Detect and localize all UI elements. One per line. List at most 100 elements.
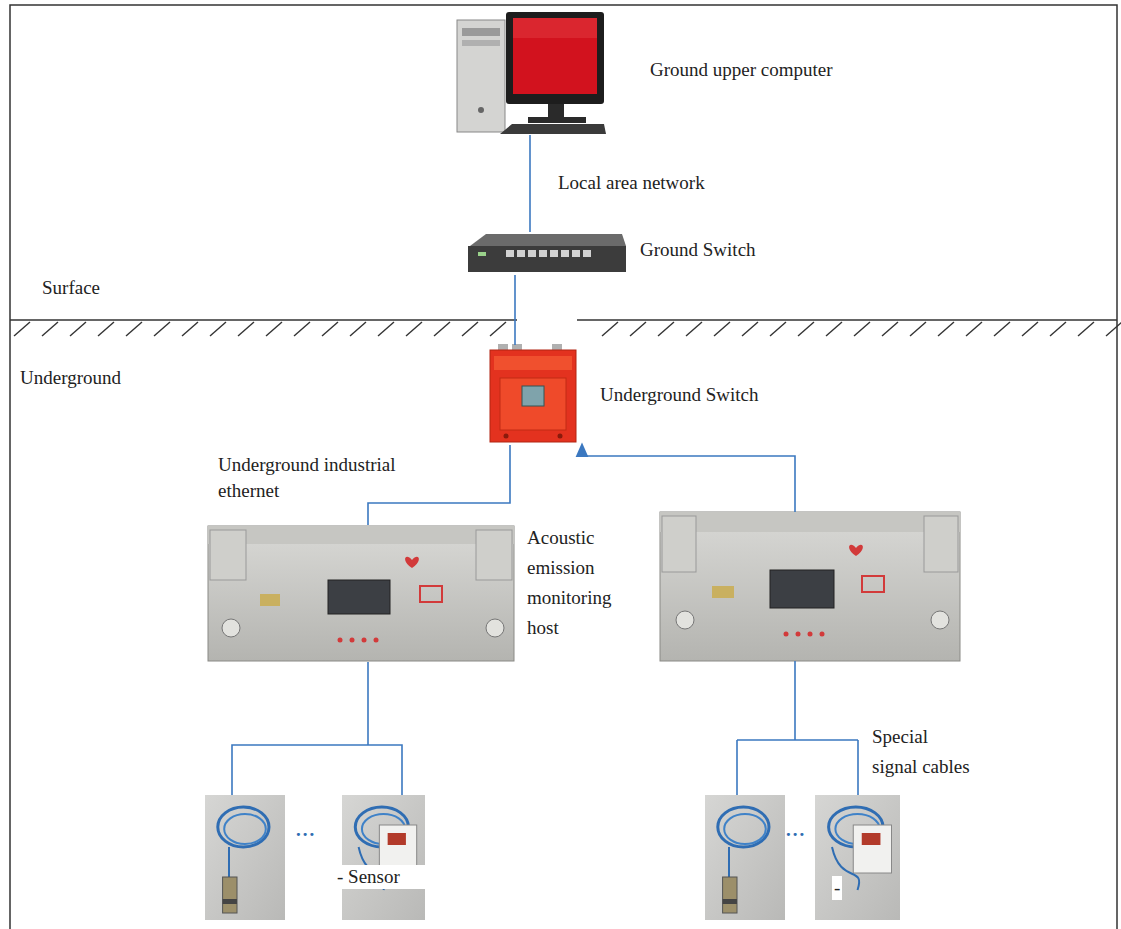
host-hinge — [662, 516, 696, 572]
ground-line — [10, 320, 1121, 336]
bolt — [504, 434, 509, 439]
frame — [10, 5, 1117, 929]
host-housing — [208, 526, 514, 661]
hatch-tick — [154, 322, 170, 336]
monitoring-host-picture — [660, 512, 960, 661]
hatch-tick — [826, 322, 842, 336]
hatch-tick — [966, 322, 982, 336]
host-led — [784, 632, 789, 637]
sensor-photo — [205, 795, 285, 920]
hatch-tick — [266, 322, 282, 336]
monitor-base — [528, 117, 586, 123]
hatch-tick — [1106, 322, 1121, 336]
pc-drive — [462, 40, 500, 46]
ground-switch-picture — [468, 234, 626, 272]
hatch-tick — [14, 322, 30, 336]
hatch-tick — [126, 322, 142, 336]
connector-line — [514, 275, 516, 345]
sensor-photo — [815, 795, 900, 920]
monitor-stand — [548, 104, 564, 118]
device-label: Acoustic emission monitoring host — [527, 523, 637, 643]
hatch-tick — [210, 322, 226, 336]
annotation: ... — [296, 818, 316, 842]
pc-button — [478, 107, 484, 113]
pc-drive — [462, 28, 500, 36]
switch-led — [478, 252, 486, 256]
label-holder: Special signal cables — [872, 722, 976, 782]
hatch-tick — [798, 322, 814, 336]
connector-line — [529, 135, 531, 232]
switch-top — [470, 234, 626, 246]
host-hinge — [924, 516, 958, 572]
ethernet-wire — [582, 449, 795, 512]
right-wiring — [582, 449, 858, 795]
housing-band — [494, 356, 572, 370]
label-holder: - — [832, 876, 842, 900]
ex-mark — [862, 576, 884, 592]
hatch-tick — [378, 322, 394, 336]
label-holder: Underground industrial ethernet — [218, 452, 430, 504]
host-led — [350, 638, 355, 643]
hatch-tick — [994, 322, 1010, 336]
ground-surface — [577, 319, 1117, 320]
hatch-tick — [406, 322, 422, 336]
device-node: Ground Switch — [467, 232, 627, 275]
annotation: Special signal cables — [872, 722, 976, 782]
annotation: Surface — [42, 276, 100, 300]
sensor-cable — [728, 847, 730, 877]
photo-ground — [815, 795, 900, 920]
hatch-tick — [322, 322, 338, 336]
sensor-cable-coil — [724, 814, 766, 844]
device-label: Ground Switch — [640, 238, 840, 262]
switch-ports — [506, 250, 591, 257]
label-holder: ... — [296, 818, 316, 842]
switch-port — [583, 250, 591, 257]
switch-port — [506, 250, 514, 257]
switch-housing — [490, 350, 576, 442]
photo-ground — [342, 795, 425, 920]
annotation: - — [832, 876, 842, 900]
hatch-tick — [770, 322, 786, 336]
signal-cable — [737, 661, 858, 795]
host-hinge — [210, 530, 246, 580]
hatch-tick — [42, 322, 58, 336]
connector-line — [232, 745, 368, 795]
computer-picture — [457, 12, 606, 134]
pc-tower — [457, 20, 505, 132]
switch-port — [517, 250, 525, 257]
screen-glare — [513, 18, 597, 38]
sensor-photo — [705, 795, 785, 920]
keyboard — [500, 124, 606, 134]
hatch-tick — [462, 322, 478, 336]
host-led — [820, 632, 825, 637]
switch-port — [550, 250, 558, 257]
monitor-screen — [513, 18, 597, 94]
host-knob — [676, 611, 694, 629]
sensor-band — [223, 899, 237, 904]
hatch-tick — [630, 322, 646, 336]
sensor-cable-coil — [224, 814, 266, 844]
frame-line — [10, 5, 1117, 929]
hatch-tick — [714, 322, 730, 336]
hatch-tick — [70, 322, 86, 336]
connector — [515, 275, 516, 345]
hatch-tick — [350, 322, 366, 336]
host-knob — [222, 619, 240, 637]
device-label: Ground upper computer — [650, 58, 890, 82]
hatch-tick — [1022, 322, 1038, 336]
sensor-photo — [342, 795, 425, 920]
bolt — [558, 434, 563, 439]
host-led — [338, 638, 343, 643]
annotation: ... — [786, 818, 806, 842]
sensor-band — [723, 899, 737, 904]
host-knob — [931, 611, 949, 629]
sensor-body — [723, 877, 737, 913]
hatch-tick — [686, 322, 702, 336]
hatch-tick — [742, 322, 758, 336]
host-lid — [208, 526, 514, 544]
hatch-tick — [434, 322, 450, 336]
label-holder: ... — [786, 818, 806, 842]
host-led — [796, 632, 801, 637]
